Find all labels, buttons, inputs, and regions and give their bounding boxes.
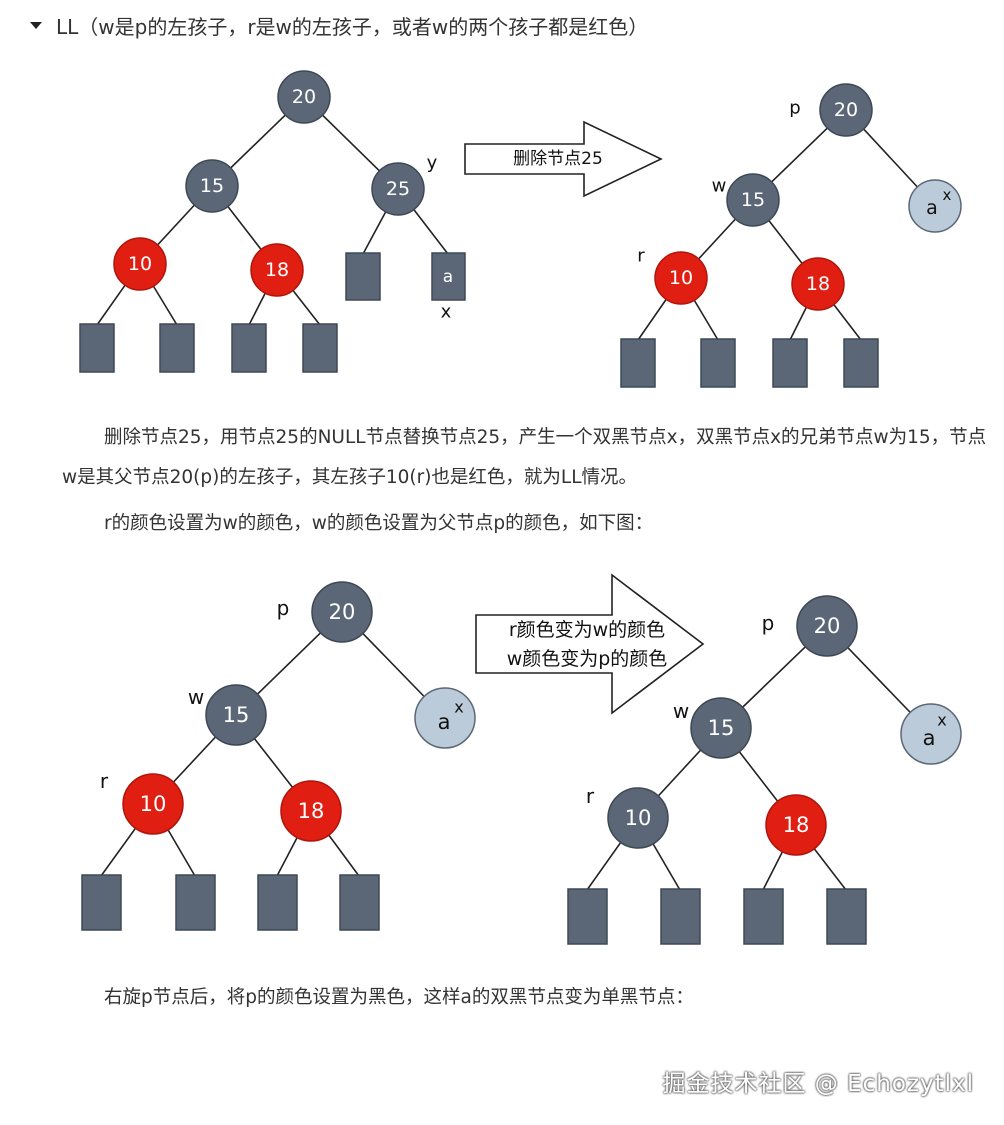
node-a	[414, 687, 476, 749]
node-15-label: 15	[200, 175, 224, 197]
node-15-label: 15	[741, 189, 765, 211]
arrow-label-line2: w颜色变为p的颜色	[507, 648, 668, 670]
label-x: x	[441, 302, 452, 323]
node-10-label: 10	[669, 267, 693, 289]
diagram2-before-nodes	[122, 581, 476, 842]
paragraph-3: 右旋p节点后，将p的颜色设置为黑色，这样a的双黑节点变为单黑节点：	[104, 987, 694, 1008]
diagram1-before-nodes	[113, 70, 425, 297]
node-18	[765, 794, 827, 856]
node-10	[122, 773, 184, 835]
node-18-label: 18	[806, 273, 830, 295]
leaf-node	[302, 323, 338, 373]
node-18-label: 18	[265, 259, 289, 281]
label-y: y	[427, 153, 438, 174]
node-18	[250, 243, 304, 297]
leaf-nodes	[79, 252, 879, 945]
node-a-label: a	[438, 710, 451, 734]
diagram2-after-nodes	[607, 595, 962, 856]
node-a-label: a	[926, 197, 938, 219]
label-p: p	[277, 596, 290, 620]
arrow-label: 删除节点25	[513, 149, 603, 169]
label-p: p	[789, 98, 800, 119]
leaf-node	[743, 888, 784, 945]
node-a	[908, 179, 962, 233]
leaf-node	[826, 888, 867, 945]
paragraph-2: r的颜色设置为w的颜色，w的颜色设置为父节点p的颜色，如下图：	[104, 513, 654, 534]
paragraph-1: 删除节点25，用节点25的NULL节点替换节点25，产生一个双黑节点x，双黑节点…	[62, 427, 987, 488]
leaf-node	[257, 874, 298, 931]
leaf-node	[339, 874, 380, 931]
node-10	[607, 787, 669, 849]
leaf-node	[700, 338, 736, 388]
leaf-node	[567, 888, 608, 945]
node-15	[726, 173, 780, 227]
leaf-node	[345, 252, 381, 301]
node-20-label: 20	[834, 99, 858, 121]
node-18-label: 18	[783, 813, 810, 837]
node-20	[796, 595, 858, 657]
node-20-label: 20	[329, 600, 356, 624]
node-10	[654, 251, 708, 305]
arrow-label-line1: r颜色变为w的颜色	[509, 619, 665, 641]
node-15	[690, 697, 752, 759]
leaf-node	[175, 874, 216, 931]
leaf-node	[159, 323, 195, 373]
leaf-node	[81, 874, 122, 931]
leaf-node	[843, 338, 879, 388]
node-20	[819, 83, 873, 137]
node-18	[280, 780, 342, 842]
leaf-node	[79, 323, 115, 373]
node-10	[113, 237, 167, 291]
label-w: w	[673, 699, 689, 723]
node-18	[791, 257, 845, 311]
node-10-label: 10	[625, 806, 652, 830]
node-20-label: 20	[814, 614, 841, 638]
leaf-node	[660, 888, 701, 945]
label-p: p	[762, 611, 775, 635]
node-15	[205, 684, 267, 746]
label-w: w	[712, 176, 727, 197]
heading-text: LL（w是p的左孩子，r是w的左孩子，或者w的两个孩子都是红色）	[56, 14, 649, 39]
node-10-label: 10	[140, 792, 167, 816]
label-r: r	[100, 769, 109, 793]
leaf-node	[772, 338, 808, 388]
node-20	[277, 70, 331, 124]
node-a-label: a	[923, 726, 936, 750]
leaf-node	[620, 338, 656, 388]
node-18-label: 18	[298, 799, 325, 823]
node-a-x: x	[454, 698, 463, 717]
transition-arrow	[475, 573, 705, 715]
section-heading: LL（w是p的左孩子，r是w的左孩子，或者w的两个孩子都是红色）	[30, 10, 648, 40]
leaf-node-a	[431, 252, 466, 301]
label-w: w	[188, 685, 204, 709]
collapse-toggle-icon[interactable]	[30, 21, 42, 29]
node-20	[311, 581, 373, 643]
node-20-label: 20	[292, 86, 316, 108]
leaf-a-label: a	[443, 267, 453, 287]
node-a-x: x	[943, 186, 952, 204]
label-r: r	[637, 246, 645, 267]
transition-arrow	[464, 120, 663, 198]
node-15-label: 15	[708, 716, 735, 740]
node-25	[371, 162, 425, 216]
node-15-label: 15	[223, 703, 250, 727]
node-15	[185, 159, 239, 213]
leaf-node	[231, 323, 267, 373]
diagram1-after-nodes	[654, 83, 962, 311]
label-r: r	[586, 784, 595, 808]
node-10-label: 10	[128, 253, 152, 275]
node-a	[900, 703, 962, 765]
watermark: 掘金技术社区 @ Echozytlxl	[662, 1071, 974, 1097]
node-25-label: 25	[386, 178, 410, 200]
node-a-x: x	[937, 711, 946, 730]
